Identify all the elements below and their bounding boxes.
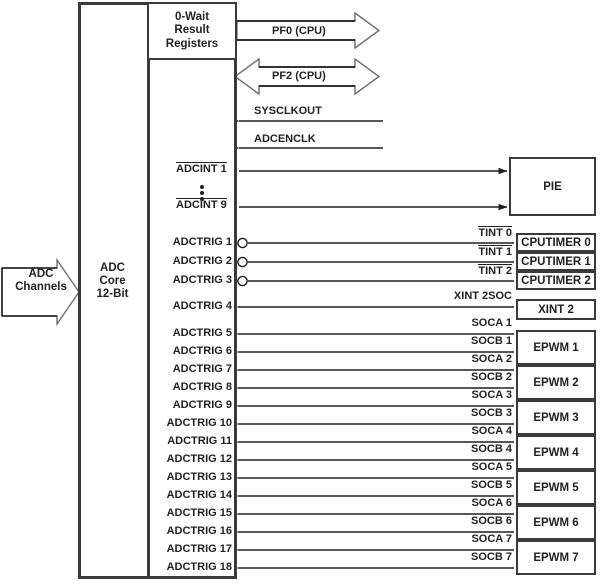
- source-label-socb-3: SOCB 3: [471, 407, 512, 419]
- inverter-bubble-icon: [237, 256, 248, 268]
- trigger-label-10: ADCTRIG 10: [166, 417, 232, 429]
- trigger-label-12: ADCTRIG 12: [166, 453, 232, 465]
- result-registers-label: 0-Wait Result Registers: [165, 10, 219, 50]
- trigger-label-4: ADCTRIG 4: [172, 300, 232, 312]
- inverter-bubble-icon: [237, 237, 248, 249]
- peripheral-block-epwm-1: EPWM 1: [516, 330, 596, 365]
- trigger-label-15: ADCTRIG 15: [166, 507, 232, 519]
- signal-label-adcenclk: ADCENCLK: [254, 133, 316, 145]
- adc-core-block: [78, 2, 237, 579]
- trigger-label-18: ADCTRIG 18: [166, 561, 232, 573]
- peripheral-block-epwm-3: EPWM 3: [516, 400, 596, 435]
- source-label-soca-3: SOCA 3: [471, 389, 512, 401]
- source-label-xint-2soc: XINT 2SOC: [453, 290, 512, 302]
- trigger-label-6: ADCTRIG 6: [172, 345, 232, 357]
- bus-arrow-pf2: [233, 57, 381, 96]
- trigger-label-3: ADCTRIG 3: [172, 274, 232, 286]
- trigger-label-2: ADCTRIG 2: [172, 255, 232, 267]
- trigger-label-13: ADCTRIG 13: [166, 471, 232, 483]
- source-label-soca-5: SOCA 5: [471, 461, 512, 473]
- source-label-socb-7: SOCB 7: [471, 551, 512, 563]
- source-label-tint-1: TINT 1: [478, 245, 512, 258]
- peripheral-block-epwm-4: EPWM 4: [516, 435, 596, 470]
- peripheral-block-xint-2: XINT 2: [516, 299, 596, 320]
- trigger-label-7: ADCTRIG 7: [172, 363, 232, 375]
- signal-label-sysclkout: SYSCLKOUT: [254, 105, 322, 117]
- adc-channels-label: ADC Channels: [15, 268, 67, 293]
- source-label-soca-6: SOCA 6: [471, 497, 512, 509]
- trigger-label-17: ADCTRIG 17: [166, 543, 232, 555]
- peripheral-block-epwm-7: EPWM 7: [516, 540, 596, 575]
- source-label-soca-7: SOCA 7: [471, 533, 512, 545]
- trigger-label-5: ADCTRIG 5: [172, 327, 232, 339]
- adc-channels-arrow: [1, 257, 80, 327]
- peripheral-block-epwm-6: EPWM 6: [516, 505, 596, 540]
- adc-core-label: ADC Core 12-Bit: [96, 262, 129, 300]
- source-label-socb-5: SOCB 5: [471, 479, 512, 491]
- source-label-tint-0: TINT 0: [478, 226, 512, 239]
- vertical-ellipsis-icon: [198, 183, 206, 203]
- adc-internal-divider: [147, 2, 150, 579]
- peripheral-block-epwm-5: EPWM 5: [516, 470, 596, 505]
- peripheral-block-cputimer-1: CPUTIMER 1: [516, 252, 596, 271]
- bus-label-pf0: PF0 (CPU): [272, 25, 326, 37]
- source-label-soca-2: SOCA 2: [471, 353, 512, 365]
- bus-arrow-pf0: [236, 11, 381, 50]
- source-label-soca-4: SOCA 4: [471, 425, 512, 437]
- inverter-bubble-icon: [237, 275, 248, 287]
- source-label-tint-2: TINT 2: [478, 264, 512, 277]
- bus-label-pf2: PF2 (CPU): [272, 70, 326, 82]
- trigger-label-11: ADCTRIG 11: [167, 435, 232, 447]
- trigger-label-14: ADCTRIG 14: [166, 489, 232, 501]
- peripheral-block-cputimer-2: CPUTIMER 2: [516, 271, 596, 290]
- source-label-socb-1: SOCB 1: [471, 335, 512, 347]
- signal-label-adcint-9: ADCINT 9: [176, 198, 227, 211]
- result-registers-block: 0-Wait Result Registers: [147, 2, 237, 60]
- source-label-soca-1: SOCA 1: [471, 317, 512, 329]
- source-label-socb-6: SOCB 6: [471, 515, 512, 527]
- trigger-wire-group: [229, 237, 514, 572]
- peripheral-block-epwm-2: EPWM 2: [516, 365, 596, 400]
- source-label-socb-2: SOCB 2: [471, 371, 512, 383]
- trigger-label-1: ADCTRIG 1: [172, 236, 232, 248]
- trigger-label-9: ADCTRIG 9: [172, 399, 232, 411]
- source-label-socb-4: SOCB 4: [471, 443, 512, 455]
- trigger-label-8: ADCTRIG 8: [172, 381, 232, 393]
- peripheral-block-cputimer-0: CPUTIMER 0: [516, 233, 596, 252]
- signal-label-adcint-1: ADCINT 1: [176, 162, 227, 175]
- peripheral-block-pie: PIE: [509, 157, 596, 216]
- trigger-label-16: ADCTRIG 16: [166, 525, 232, 537]
